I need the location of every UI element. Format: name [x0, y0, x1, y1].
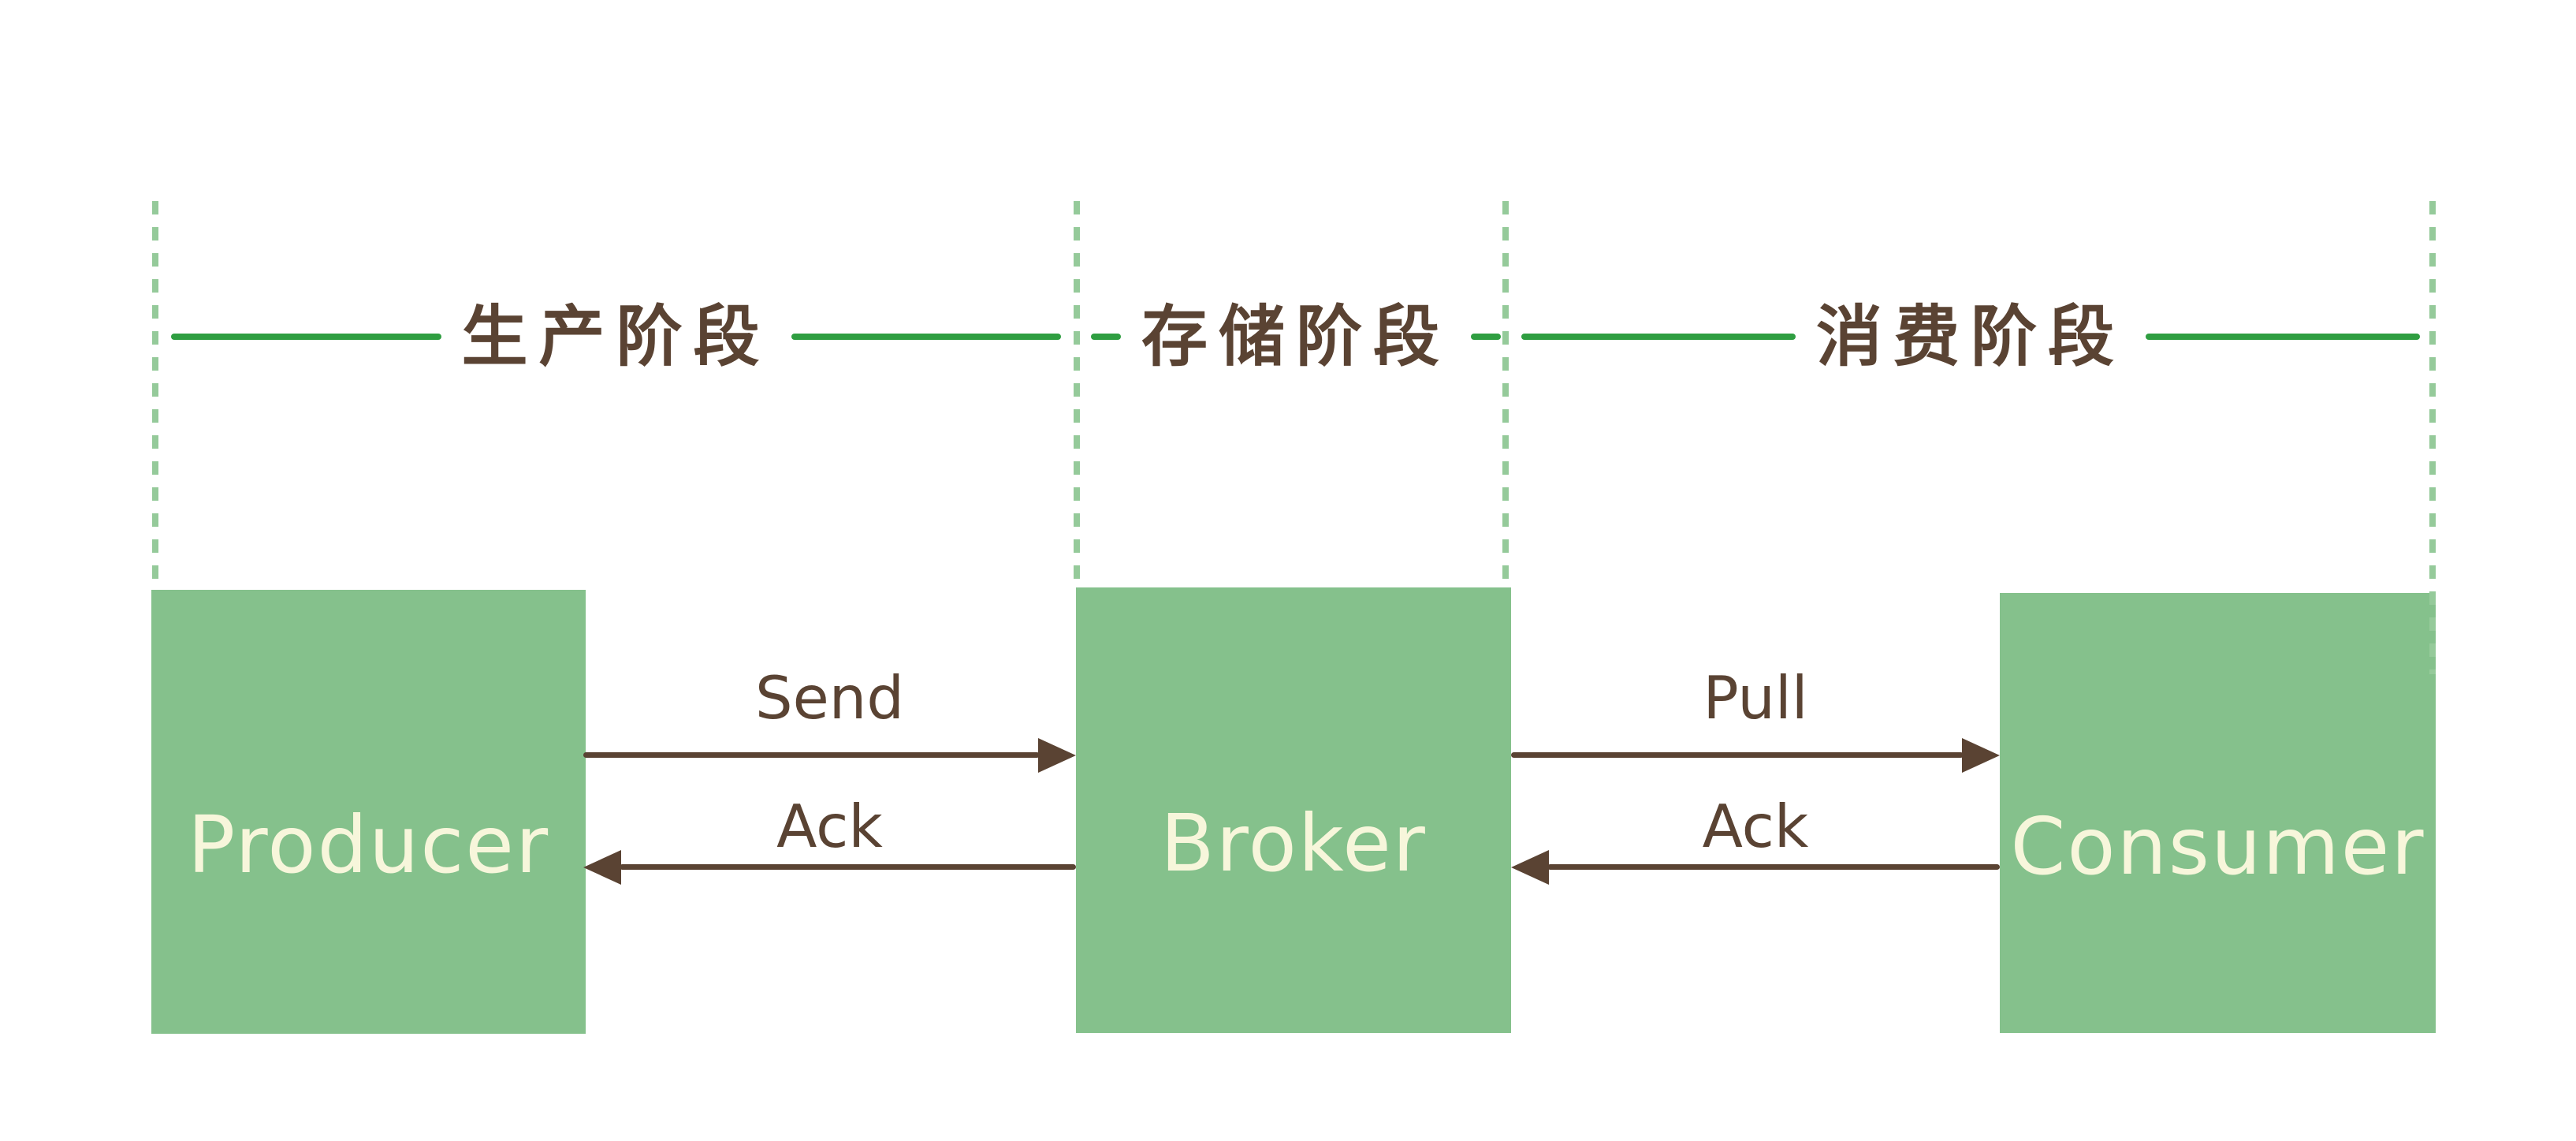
node-broker-label: Broker: [1160, 797, 1427, 889]
arrow-send: [583, 752, 1040, 758]
phase-line-left: [171, 334, 441, 340]
arrow-ack-producer: [620, 864, 1076, 870]
arrow-ack-broker: [1547, 864, 2000, 870]
phase-label-consumption: 消费阶段: [1816, 298, 2126, 375]
message-label-ack-broker: Ack: [1702, 792, 1809, 861]
node-consumer: Consumer: [2000, 593, 2436, 1033]
node-producer-label: Producer: [187, 799, 550, 891]
node-producer: Producer: [151, 590, 586, 1034]
arrow-pull: [1511, 752, 1964, 758]
lifeline-broker-right: [1502, 201, 1509, 587]
phase-line-left: [1091, 334, 1121, 340]
node-consumer-label: Consumer: [2010, 800, 2425, 893]
lifeline-consumer-right: [2429, 201, 2436, 674]
phase-line-right: [791, 334, 1062, 340]
phase-line-right: [2146, 334, 2421, 340]
node-broker: Broker: [1076, 587, 1511, 1033]
phase-label-storage: 存储阶段: [1141, 298, 1451, 375]
phase-line-right: [1471, 334, 1502, 340]
lifeline-broker-left: [1074, 201, 1080, 587]
message-label-pull: Pull: [1703, 663, 1808, 733]
phase-line-left: [1521, 334, 1796, 340]
lifeline-producer-left: [152, 201, 158, 590]
phase-band-production: 生产阶段: [171, 298, 1062, 375]
phase-band-consumption: 消费阶段: [1521, 298, 2421, 375]
message-label-send: Send: [755, 663, 904, 733]
phase-label-production: 生产阶段: [461, 298, 771, 375]
phase-band-storage: 存储阶段: [1091, 298, 1502, 375]
message-label-ack-producer: Ack: [776, 792, 883, 861]
